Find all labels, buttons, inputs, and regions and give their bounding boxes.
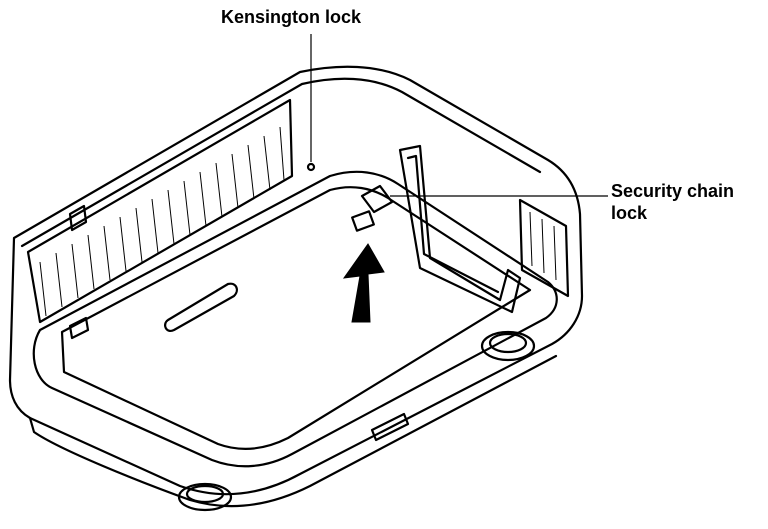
bottom-panel <box>32 170 558 468</box>
front-foot-inner <box>185 484 225 504</box>
body-lower-edge <box>28 354 558 508</box>
right-vent-outline <box>518 198 570 298</box>
kensington-lock-label: Kensington lock <box>221 7 362 27</box>
lock-block <box>351 210 375 232</box>
bottom-port <box>370 412 410 442</box>
front-foot <box>177 482 233 512</box>
up-arrow-icon <box>342 243 385 323</box>
vent-grille <box>39 126 557 317</box>
security-chain-lock-label-line1: Security chain <box>611 181 735 201</box>
security-chain-bar <box>360 184 394 214</box>
handle-recess <box>164 282 238 332</box>
rear-foot-inner <box>488 332 528 354</box>
left-port <box>68 316 90 340</box>
rear-foot <box>480 330 536 362</box>
security-chain-lock-label-line2: lock <box>611 203 648 223</box>
bracket-slot <box>398 144 522 314</box>
side-port <box>68 204 88 232</box>
kensington-hole <box>306 162 316 172</box>
bottom-panel-inner <box>60 186 532 450</box>
bracket-slot-inner <box>406 154 500 294</box>
projector-body-outline <box>8 65 584 496</box>
side-vent-outline <box>26 98 294 324</box>
body-top-rim <box>20 77 542 248</box>
security-chain-lock-label: Security chain lock <box>611 180 734 224</box>
